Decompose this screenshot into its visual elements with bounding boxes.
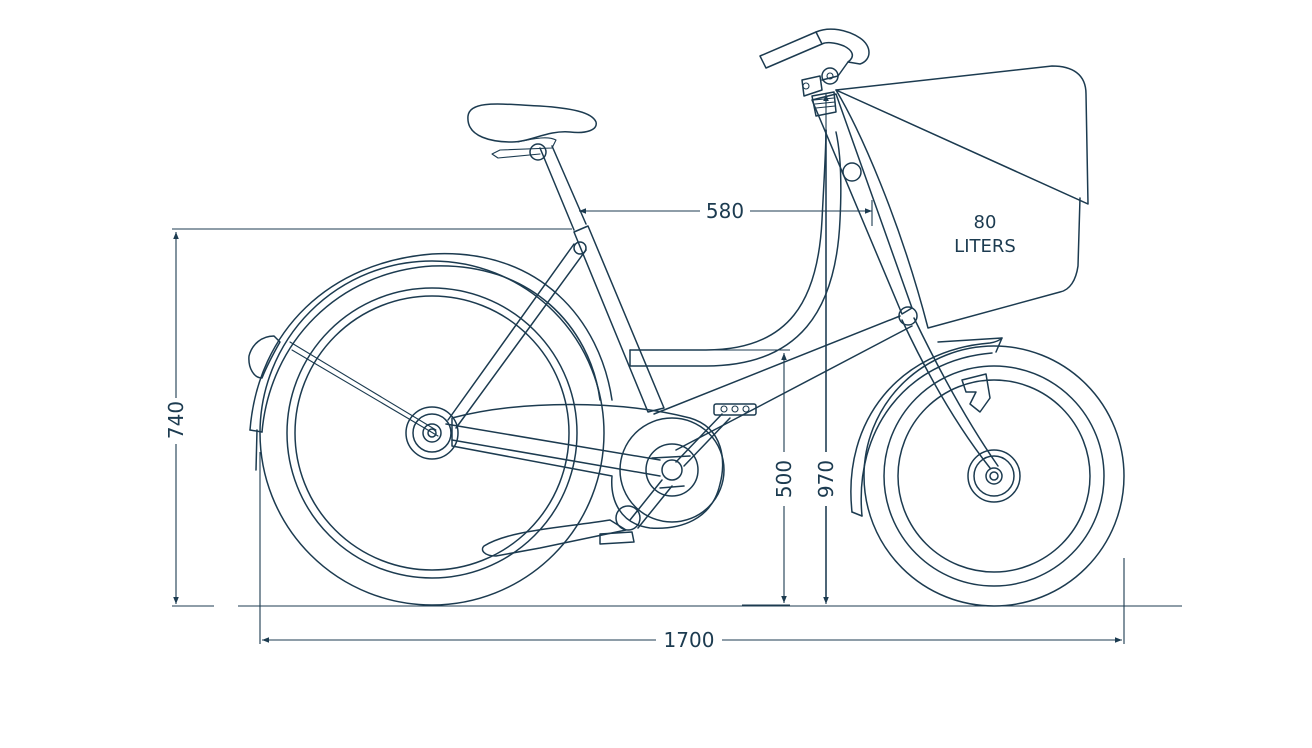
dimension-step-through-height: 500 [706, 349, 796, 606]
dimension-overall-height: 970 [814, 94, 838, 604]
dimension-overall-length: 1700 [259, 452, 1125, 652]
kickstand [481, 505, 641, 557]
overall-height-label: 970 [814, 460, 838, 498]
rear-wheel [259, 260, 605, 606]
front-wheel [863, 345, 1125, 607]
dimension-reach: 580 [579, 199, 873, 226]
front-basket: 80 LITERS [835, 65, 1089, 329]
basket-capacity-value: 80 [974, 212, 997, 233]
seat-height-label: 740 [164, 401, 188, 439]
seat [467, 103, 597, 231]
rear-light [248, 335, 281, 379]
dimension-seat-height: 740 [164, 228, 572, 604]
handlebar [759, 28, 870, 117]
overall-length-label: 1700 [664, 628, 715, 652]
basket-capacity-unit: LITERS [954, 236, 1016, 257]
chain-guard [451, 403, 725, 529]
frame [289, 93, 999, 601]
step-through-height-label: 500 [772, 460, 796, 498]
reach-label: 580 [706, 199, 744, 223]
front-brake [961, 373, 991, 413]
crankset [629, 403, 757, 529]
front-fender [850, 337, 1003, 517]
rear-fender [249, 252, 613, 471]
